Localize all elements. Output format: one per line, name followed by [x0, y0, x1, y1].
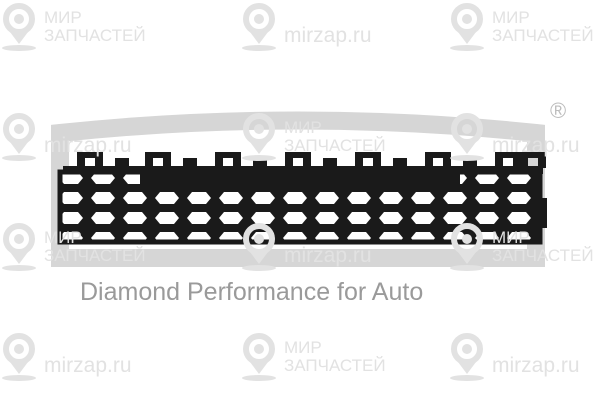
dpa-logo	[51, 111, 545, 267]
mounting-tab	[323, 158, 337, 168]
mounting-tab	[463, 158, 477, 168]
mounting-clip	[285, 152, 311, 168]
mounting-clip	[215, 152, 241, 168]
watermark-line1: МИР	[284, 338, 322, 357]
mounting-tab	[393, 158, 407, 168]
mounting-clip	[495, 152, 521, 168]
watermark-line2: ЗАПЧАСТЕЙ	[44, 26, 146, 45]
watermark-line2: ЗАПЧАСТЕЙ	[284, 356, 386, 375]
location-pin-icon	[2, 223, 36, 271]
location-pin-icon	[2, 333, 36, 381]
mounting-clip	[145, 152, 171, 168]
watermark-mirzap: mirzap.ru	[448, 332, 580, 382]
brand-tagline: Diamond Performance for Auto	[80, 278, 424, 306]
mounting-tab	[115, 158, 129, 168]
registered-mark: ®	[550, 98, 567, 123]
location-pin-icon	[242, 3, 276, 51]
mounting-clip	[355, 152, 381, 168]
location-pin-icon	[2, 113, 36, 161]
watermark-site: mirzap.ru	[44, 354, 132, 377]
location-pin-icon	[242, 333, 276, 381]
watermark-site: mirzap.ru	[284, 24, 372, 47]
location-pin-icon	[2, 3, 36, 51]
watermark-mirzap: mirzap.ru	[0, 332, 132, 382]
location-pin-icon	[450, 3, 484, 51]
watermark-line2: ЗАПЧАСТЕЙ	[492, 26, 594, 45]
watermark-site: mirzap.ru	[492, 354, 580, 377]
location-pin-icon	[450, 333, 484, 381]
mounting-clip	[520, 152, 546, 168]
mounting-tab	[253, 158, 267, 168]
watermark-line1: МИР	[492, 8, 530, 27]
bumper-grille-image	[57, 152, 547, 245]
mounting-clip	[77, 152, 103, 168]
mounting-tab	[183, 158, 197, 168]
watermark-mirzap: mirzap.ru	[240, 2, 372, 52]
mounting-clip	[425, 152, 451, 168]
watermark-line1: МИР	[44, 8, 82, 27]
